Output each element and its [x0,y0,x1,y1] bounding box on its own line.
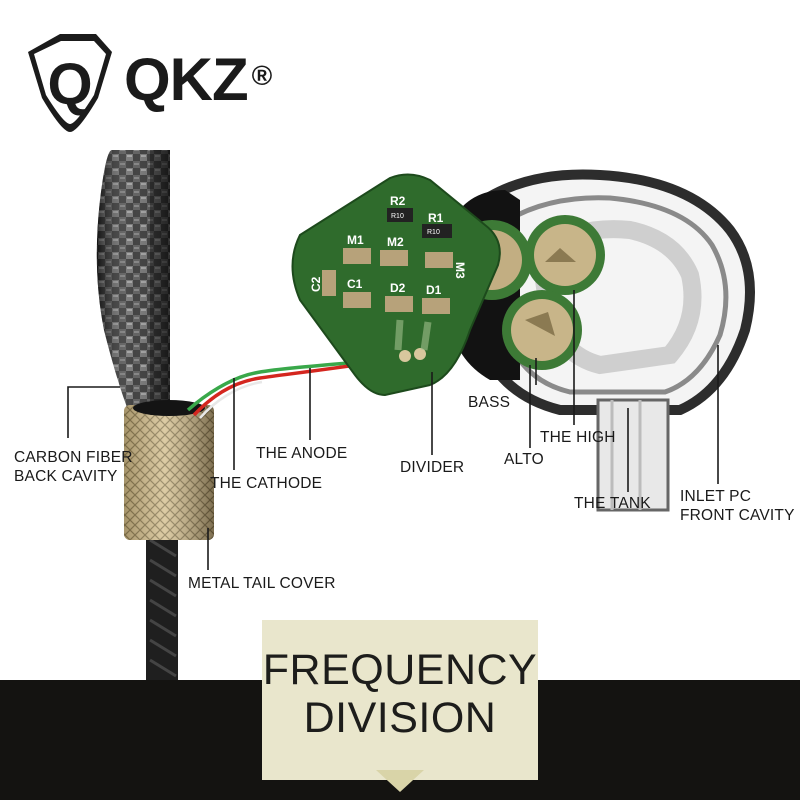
brand-name: QKZ [124,46,249,113]
registered-mark: ® [251,60,273,91]
resistor-r2 [387,208,413,222]
title-line-2: DIVISION [303,694,497,742]
resistor-mark-r1: R10 [427,229,440,236]
pcb-label-m1: M1 [347,233,364,247]
label-the-cathode: THE CATHODE [210,475,323,492]
label-metal-tail-cover: METAL TAIL COVER [188,575,336,592]
pcb-label-c1: C1 [347,277,363,291]
part-m3 [425,252,453,268]
logo-letter: Q [47,52,92,117]
label-alto: ALTO [504,451,544,468]
label-the-tank: THE TANK [574,495,651,512]
carbon-fiber-back-cavity [96,150,170,410]
pcb-label-m2: M2 [387,235,404,249]
brand-logo: Q [28,34,112,132]
metal-tail-cover [124,400,214,540]
title-panel: FREQUENCY DIVISION [262,620,538,780]
label-divider: DIVIDER [400,459,465,476]
label-carbon-fiber-line1: CARBON FIBER [14,449,133,466]
cable-texture [149,538,177,678]
driver-high [525,215,605,295]
label-inlet-pc-line2: FRONT CAVITY [680,507,795,524]
resistor-r1 [422,224,452,238]
solder-pad-left [399,350,411,362]
logo-shield-inner [34,41,106,124]
title-line-1: FREQUENCY [262,646,538,694]
label-carbon-fiber-back-cavity: CARBON FIBER BACK CAVITY [14,448,133,486]
solder-pad-right [414,348,426,360]
pcb-label-d1: D1 [426,283,442,297]
pcb-label-d2: D2 [390,281,406,295]
label-bass: BASS [468,394,511,411]
part-d1 [422,298,450,314]
pcb-label-r1: R1 [428,211,444,225]
pcb-label-c2: C2 [309,276,323,292]
part-d2 [385,296,413,312]
wire-white [199,380,263,419]
resistor-mark-r2: R10 [391,213,404,220]
label-inlet-pc-line1: INLET PC [680,488,752,505]
pcb-label-m3: M3 [453,262,467,279]
label-the-anode: THE ANODE [256,445,348,462]
brand-wordmark: QKZ® [124,50,273,110]
part-c1 [343,292,371,308]
label-the-high: THE HIGH [540,429,616,446]
part-m1 [343,248,371,264]
pcb-label-r2: R2 [390,194,406,208]
pcb-divider: R2 R1 M1 M2 C1 D2 D1 M3 C2 R10 R10 [291,173,501,397]
part-m2 [380,250,408,266]
part-c2 [322,270,336,296]
label-inlet-pc-front-cavity: INLET PC FRONT CAVITY [680,487,795,525]
leader-lines [67,290,719,570]
label-carbon-fiber-line2: BACK CAVITY [14,468,118,485]
driver-alto [502,290,582,370]
